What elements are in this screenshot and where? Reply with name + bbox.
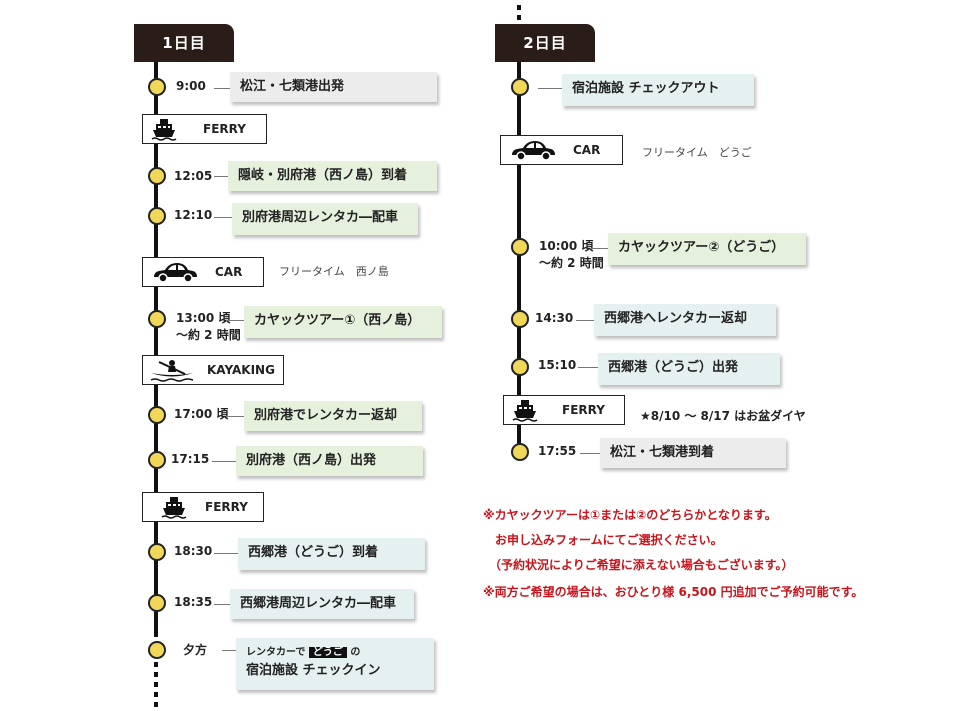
connector bbox=[226, 320, 244, 321]
timeline-dot bbox=[511, 443, 529, 461]
transport-label: FERRY bbox=[203, 122, 246, 136]
event-card: 別府港周辺レンタカ―配車 bbox=[232, 203, 418, 235]
connector bbox=[580, 453, 600, 454]
event-card: 西郷港（どうご）出発 bbox=[598, 353, 780, 385]
event-time: 15:10 bbox=[538, 358, 577, 372]
note-line: ※カヤックツアーは①または②のどちらかとなります。 bbox=[483, 508, 777, 522]
connector bbox=[590, 248, 608, 249]
ferry-icon bbox=[161, 497, 187, 519]
kayak-icon bbox=[150, 360, 194, 382]
event-card: 隠岐・別府港（西ノ島）到着 bbox=[228, 161, 437, 191]
connector bbox=[212, 461, 236, 462]
transport-label: CAR bbox=[215, 265, 243, 279]
day1-timeline-dotted-end bbox=[154, 632, 158, 710]
event-time: 12:05 bbox=[174, 169, 213, 183]
timeline-dot bbox=[148, 451, 166, 469]
event-time: 17:00 頃 bbox=[174, 407, 229, 421]
note-line: （予約状況によりご希望に添えない場合もございます。） bbox=[483, 558, 794, 572]
ferry-icon bbox=[151, 119, 177, 141]
obon-schedule-note: ★8/10 ～ 8/17 はお盆ダイヤ bbox=[640, 409, 806, 423]
car-icon bbox=[512, 141, 555, 161]
day2-timeline bbox=[517, 60, 521, 455]
connector bbox=[214, 176, 228, 177]
checkin-highlight: どうご bbox=[308, 647, 347, 658]
transport-ferry: FERRY bbox=[142, 492, 264, 522]
event-card: 西郷港へレンタカー返却 bbox=[594, 304, 776, 336]
day2-header: 2日目 bbox=[495, 24, 595, 62]
transport-car: CAR bbox=[142, 257, 264, 287]
connector bbox=[538, 88, 562, 89]
connector bbox=[578, 367, 598, 368]
event-card: 松江・七類港到着 bbox=[600, 438, 786, 468]
transport-label: FERRY bbox=[205, 500, 248, 514]
day2-timeline-dotted-start bbox=[517, 5, 521, 25]
ferry-icon bbox=[512, 400, 538, 422]
timeline-dot bbox=[511, 78, 529, 96]
timeline-dot bbox=[148, 594, 166, 612]
event-card: 別府港でレンタカー返却 bbox=[244, 401, 422, 431]
event-time: 17:15 bbox=[171, 452, 210, 466]
event-card-checkin: レンタカーで どうご の 宿泊施設 チェックイン bbox=[236, 638, 434, 690]
timeline-dot bbox=[511, 310, 529, 328]
event-time: 14:30 bbox=[535, 311, 574, 325]
timeline-dot bbox=[148, 641, 166, 659]
checkin-line2: 宿泊施設 チェックイン bbox=[246, 663, 381, 678]
timeline-dot bbox=[511, 358, 529, 376]
connector bbox=[222, 650, 236, 651]
connector bbox=[576, 320, 594, 321]
event-card: カヤックツアー①（西ノ島） bbox=[244, 306, 442, 338]
note-line: ※両方ご希望の場合は、おひとり様 6,500 円追加でご予約可能です。 bbox=[483, 585, 864, 599]
timeline-dot bbox=[148, 167, 166, 185]
event-time: 18:30 bbox=[174, 544, 213, 558]
transport-note: フリータイム 西ノ島 bbox=[279, 265, 389, 278]
event-card: 西郷港周辺レンタカ―配車 bbox=[230, 589, 414, 619]
event-time: 13:00 頃 bbox=[176, 311, 231, 325]
connector bbox=[214, 553, 238, 554]
checkin-line1-post: の bbox=[350, 647, 361, 658]
event-time-duration: ～約 2 時間 bbox=[176, 328, 241, 342]
transport-kayak: KAYAKING bbox=[142, 355, 284, 385]
event-time: 夕方 bbox=[183, 643, 208, 657]
connector bbox=[226, 416, 244, 417]
car-icon bbox=[154, 263, 197, 283]
transport-label: KAYAKING bbox=[207, 363, 275, 377]
event-card: 別府港（西ノ島）出発 bbox=[236, 446, 423, 476]
event-card: カヤックツアー②（どうご） bbox=[608, 233, 806, 265]
event-card: 宿泊施設 チェックアウト bbox=[562, 74, 754, 106]
connector bbox=[214, 88, 230, 89]
note-line: お申し込みフォームにてご選択ください。 bbox=[483, 533, 723, 547]
timeline-dot bbox=[148, 310, 166, 328]
event-time: 9:00 bbox=[176, 79, 206, 93]
event-card: 西郷港（どうご）到着 bbox=[238, 538, 425, 570]
event-time: 12:10 bbox=[174, 208, 213, 222]
transport-ferry: FERRY bbox=[142, 114, 267, 144]
event-time-duration: ～約 2 時間 bbox=[539, 256, 604, 270]
connector bbox=[214, 217, 232, 218]
connector bbox=[214, 604, 230, 605]
timeline-dot bbox=[511, 238, 529, 256]
transport-ferry: FERRY bbox=[503, 395, 625, 425]
timeline-dot bbox=[148, 543, 166, 561]
day1-timeline bbox=[154, 60, 158, 632]
event-time: 10:00 頃 bbox=[539, 239, 594, 253]
event-time: 17:55 bbox=[538, 444, 577, 458]
day1-header: 1日目 bbox=[134, 24, 234, 62]
event-card: 松江・七類港出発 bbox=[230, 72, 437, 102]
transport-car: CAR bbox=[500, 135, 623, 165]
checkin-line1-pre: レンタカーで bbox=[246, 647, 306, 658]
transport-note: フリータイム どうご bbox=[642, 146, 752, 159]
event-time: 18:35 bbox=[174, 595, 213, 609]
transport-label: FERRY bbox=[562, 403, 605, 417]
timeline-dot bbox=[148, 207, 166, 225]
timeline-dot bbox=[148, 406, 166, 424]
timeline-dot bbox=[148, 78, 166, 96]
transport-label: CAR bbox=[573, 143, 601, 157]
